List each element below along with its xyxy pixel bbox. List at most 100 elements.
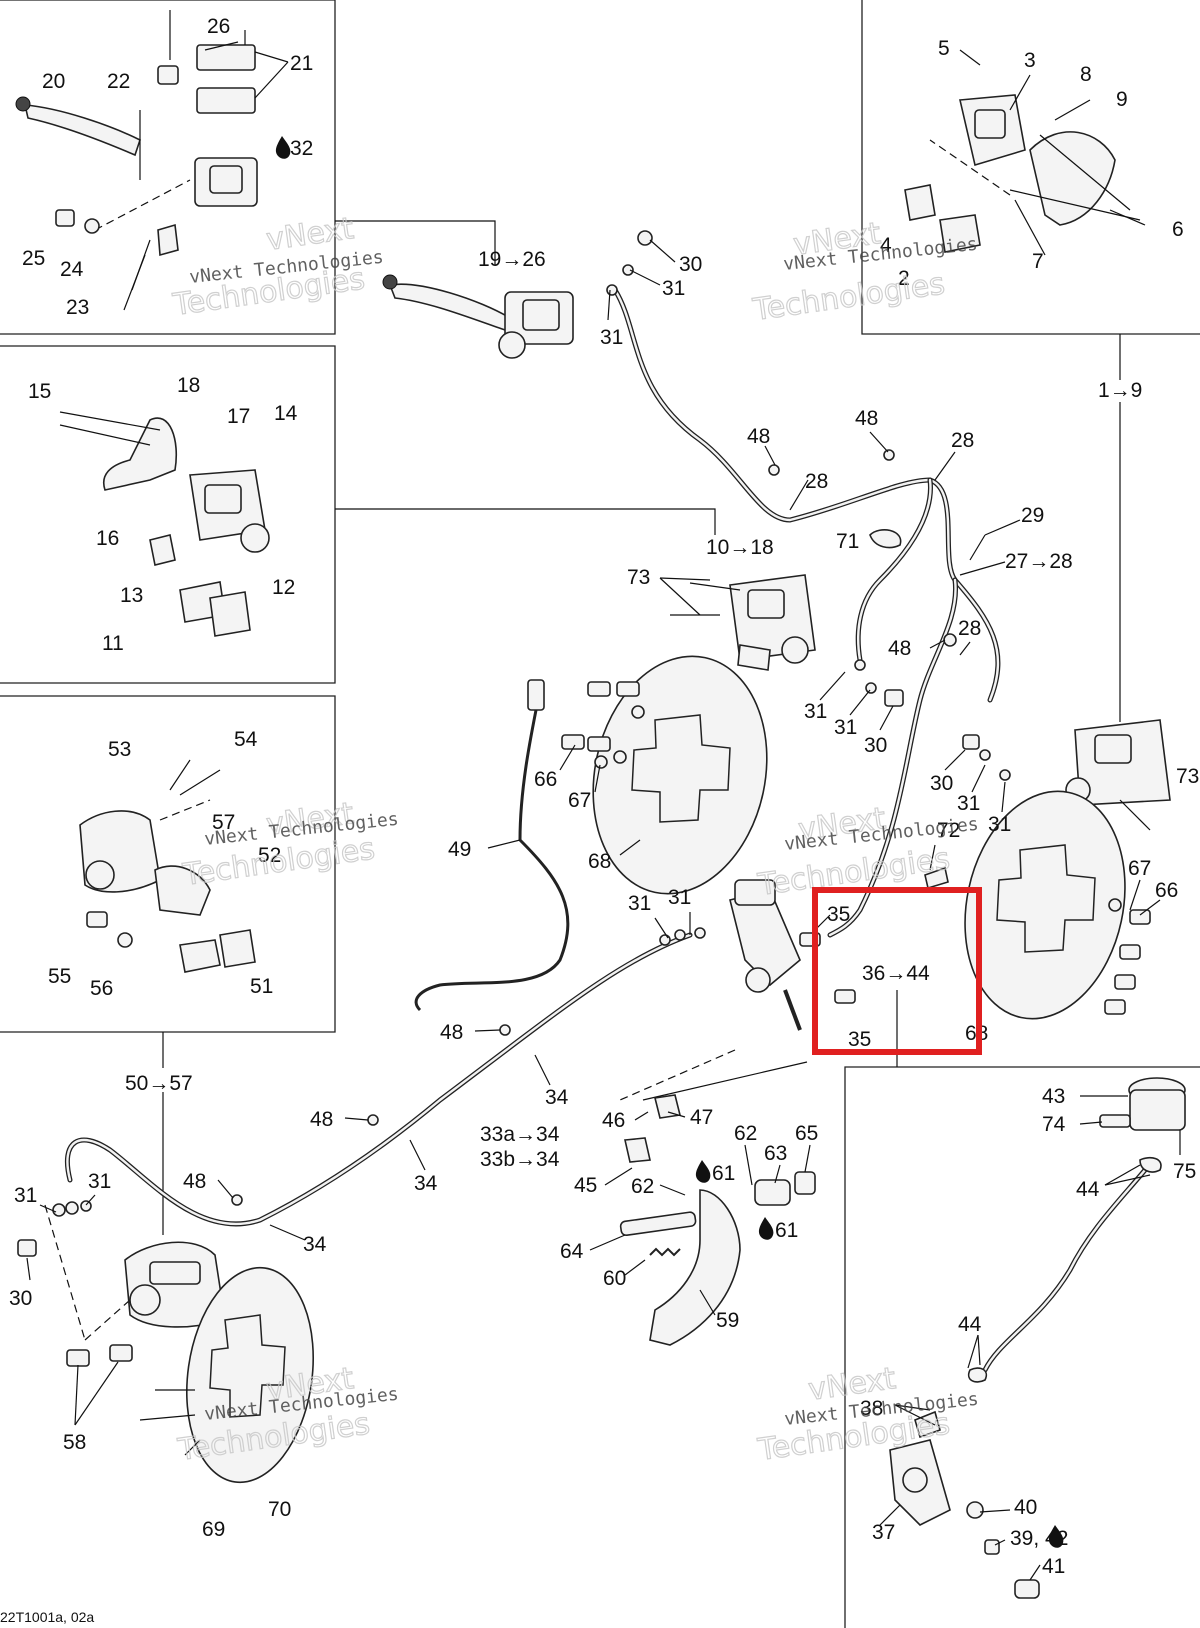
callout-4: 4 bbox=[880, 234, 892, 257]
callout-8: 8 bbox=[1080, 63, 1092, 86]
callout-48-b: 48 bbox=[855, 407, 878, 430]
inset-frame-top-left bbox=[0, 0, 336, 335]
rear-left-caliper bbox=[66, 1241, 226, 1367]
rear-master-cylinder bbox=[729, 879, 856, 1031]
callout-53: 53 bbox=[108, 738, 131, 761]
callout-6: 6 bbox=[1172, 218, 1184, 241]
callout-43: 43 bbox=[1042, 1085, 1065, 1108]
callout-16: 16 bbox=[96, 527, 119, 550]
callout-61-b: 61 bbox=[758, 1217, 798, 1242]
callout-13: 13 bbox=[120, 584, 143, 607]
callout-31-top-a: 31 bbox=[662, 277, 685, 300]
callout-29: 29 bbox=[1021, 504, 1044, 527]
callout-31-j: 31 bbox=[88, 1170, 111, 1193]
svg-text:61: 61 bbox=[712, 1162, 735, 1185]
callout-67-b: 67 bbox=[1128, 857, 1151, 880]
callout-72: 72 bbox=[937, 819, 960, 842]
callout-34-b: 34 bbox=[414, 1172, 438, 1195]
speed-sensor-wire bbox=[414, 679, 570, 1012]
callout-38: 38 bbox=[860, 1397, 883, 1420]
callout-35-b: 35 bbox=[848, 1028, 871, 1051]
callout-41: 41 bbox=[1042, 1555, 1065, 1578]
callout-5: 5 bbox=[938, 37, 950, 60]
callout-58: 58 bbox=[63, 1431, 86, 1454]
front-right-caliper-inset bbox=[904, 94, 1141, 253]
callout-25: 25 bbox=[22, 247, 45, 270]
callout-62-b: 62 bbox=[631, 1175, 654, 1198]
callout-60: 60 bbox=[603, 1267, 626, 1290]
front-left-caliper-inset bbox=[59, 411, 270, 637]
callout-73-b: 73 bbox=[1176, 765, 1199, 788]
callout-18: 18 bbox=[177, 374, 200, 397]
callout-leaders bbox=[26, 41, 1161, 1581]
callout-49: 49 bbox=[448, 838, 471, 861]
callout-28-b: 28 bbox=[805, 470, 828, 493]
callout-48-f: 48 bbox=[183, 1170, 206, 1193]
callout-47: 47 bbox=[690, 1106, 713, 1129]
callout-37: 37 bbox=[872, 1521, 895, 1544]
callout-59: 59 bbox=[716, 1309, 739, 1332]
fluid-drop-icon bbox=[695, 1160, 711, 1183]
disc-bolts bbox=[561, 681, 1151, 1015]
callout-57: 57 bbox=[212, 811, 235, 834]
callout-54: 54 bbox=[234, 728, 258, 751]
callout-27-28: 27→28 bbox=[1005, 550, 1073, 573]
fluid-drop-icon bbox=[758, 1217, 774, 1240]
callout-34-c: 34 bbox=[303, 1233, 327, 1256]
callout-33a-34: 33a→34 bbox=[480, 1123, 560, 1146]
callout-71: 71 bbox=[836, 530, 859, 553]
callout-31-i: 31 bbox=[14, 1184, 37, 1207]
callout-74: 74 bbox=[1042, 1113, 1066, 1136]
highlight-box bbox=[812, 887, 982, 1055]
callout-17: 17 bbox=[227, 405, 250, 428]
callout-1-9: 1→9 bbox=[1098, 379, 1142, 402]
callout-44-a: 44 bbox=[1076, 1178, 1100, 1201]
callout-35-a: 35 bbox=[827, 903, 850, 926]
callout-26: 26 bbox=[207, 15, 230, 38]
callout-31-e: 31 bbox=[957, 792, 980, 815]
rear-left-caliper-inset bbox=[79, 759, 256, 973]
callout-39-42: 39, 42 bbox=[1010, 1525, 1068, 1550]
callout-21: 21 bbox=[290, 52, 313, 75]
callout-30-e: 30 bbox=[9, 1287, 32, 1310]
callout-75: 75 bbox=[1173, 1160, 1196, 1183]
callout-55: 55 bbox=[48, 965, 71, 988]
callout-31-f: 31 bbox=[988, 813, 1011, 836]
callout-31-h: 31 bbox=[668, 886, 691, 909]
callout-19-26: 19→26 bbox=[478, 248, 546, 271]
callout-22: 22 bbox=[107, 70, 130, 93]
callout-66-a: 66 bbox=[534, 768, 557, 791]
callout-28-a: 28 bbox=[951, 429, 974, 452]
callout-50-57: 50→57 bbox=[125, 1072, 193, 1095]
callout-40: 40 bbox=[1014, 1496, 1037, 1519]
callout-64: 64 bbox=[560, 1240, 584, 1263]
callout-14: 14 bbox=[274, 402, 298, 425]
callout-labels: 20 22 26 21 32 25 24 23 19→26 30 31 31 5… bbox=[9, 15, 1199, 1578]
callout-61-a: 61 bbox=[695, 1160, 735, 1185]
svg-text:61: 61 bbox=[775, 1219, 798, 1242]
callout-23: 23 bbox=[66, 296, 89, 319]
dashed-guides bbox=[44, 139, 1011, 1341]
callout-63: 63 bbox=[764, 1142, 787, 1165]
callout-10-18: 10→18 bbox=[706, 536, 774, 559]
brake-disc-right bbox=[964, 790, 1126, 1020]
callout-48-a: 48 bbox=[747, 425, 770, 448]
callout-73-a: 73 bbox=[627, 566, 650, 589]
callout-12: 12 bbox=[272, 576, 295, 599]
callout-34-a: 34 bbox=[545, 1086, 569, 1109]
callout-30-top: 30 bbox=[679, 253, 702, 276]
connector-lines bbox=[162, 220, 1121, 1235]
callout-66-b: 66 bbox=[1155, 879, 1178, 902]
callout-3: 3 bbox=[1024, 49, 1036, 72]
callout-45: 45 bbox=[574, 1174, 597, 1197]
callout-28-c: 28 bbox=[958, 617, 981, 640]
callout-56: 56 bbox=[90, 977, 113, 1000]
brake-disc-rear bbox=[139, 1266, 315, 1484]
inset-master-cylinder bbox=[15, 10, 258, 311]
fluid-drop-icon bbox=[1048, 1525, 1064, 1548]
callout-44-b: 44 bbox=[958, 1313, 982, 1336]
callout-32: 32 bbox=[290, 137, 313, 160]
callout-52: 52 bbox=[258, 844, 281, 867]
handlebar-master-cylinder bbox=[382, 274, 574, 359]
